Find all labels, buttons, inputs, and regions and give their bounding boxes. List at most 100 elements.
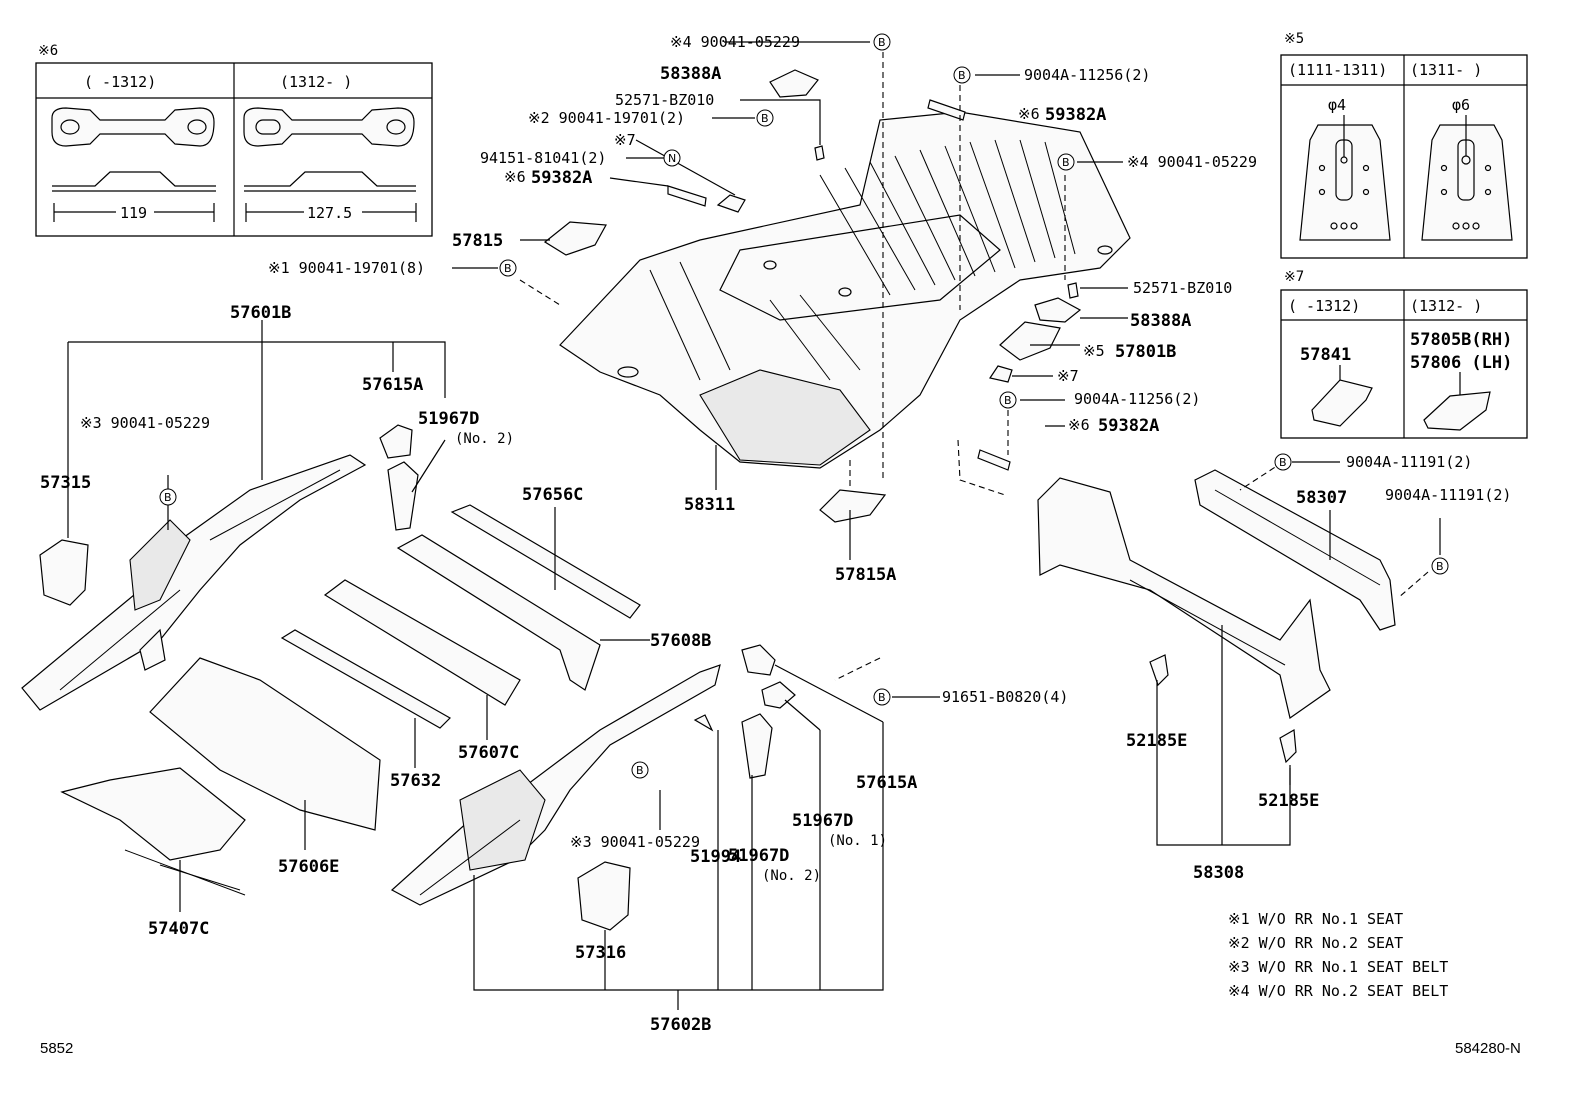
bracket-51994-icon (693, 714, 714, 732)
callout-b-icon: B (756, 109, 774, 127)
label-58308: 58308 (1193, 863, 1244, 883)
label-57407C: 57407C (148, 919, 209, 939)
callout-b-icon: B (499, 259, 517, 277)
bracket-57316-icon (577, 861, 631, 931)
box6-title: ※6 (38, 43, 58, 59)
label-59382A-a: 59382A (531, 168, 592, 188)
label-52185E-b: 52185E (1258, 791, 1319, 811)
label-9004A-11256-top: 9004A-11256(2) (1024, 66, 1150, 84)
callout-b-icon: B (999, 391, 1017, 409)
label-ref6-c: ※6 (1068, 416, 1090, 434)
side-member-57601B (21, 454, 367, 711)
label-diagram-id: 5852 (40, 1040, 73, 1057)
label-57615A-top: 57615A (362, 375, 423, 395)
label-57815: 57815 (452, 231, 503, 251)
label-no2-bottom: (No. 2) (762, 868, 821, 884)
bracket-7-top-icon (716, 194, 746, 213)
callout-b-icon: B (1431, 557, 1449, 575)
label-57606E: 57606E (278, 857, 339, 877)
label-no2-top: (No. 2) (455, 431, 514, 447)
bracket-7-right-icon (989, 365, 1013, 383)
label-ref3-bottom: ※3 90041-05229 (570, 833, 700, 851)
bracket-57815-icon (543, 221, 607, 256)
detail-box-5: ※5 (1111-1311) (1311- ) φ4 φ6 (1280, 31, 1528, 259)
box5-col1-header: (1111-1311) (1288, 61, 1387, 79)
label-57607C: 57607C (458, 743, 519, 763)
label-57632: 57632 (390, 771, 441, 791)
svg-text:B: B (1004, 394, 1012, 407)
bracket-long-icon (243, 107, 416, 192)
svg-text:B: B (958, 69, 966, 82)
label-ref3-top: ※3 90041-05229 (80, 414, 210, 432)
label-9004A-11191-b: 9004A-11191(2) (1385, 486, 1511, 504)
bracket-short-icon (51, 107, 216, 192)
crossmember-57608B-icon (396, 534, 601, 691)
label-ref4-right: ※4 90041-05229 (1127, 153, 1257, 171)
box7-title: ※7 (1284, 269, 1304, 285)
clip-52571-top-icon (814, 145, 825, 161)
svg-text:B: B (636, 764, 644, 777)
label-52571-right: 52571-BZ010 (1133, 279, 1232, 297)
bracket-58388A-top-icon (769, 69, 819, 98)
note-2: ※2 W/O RR No.2 SEAT (1228, 934, 1403, 952)
callout-b-icon: B (1274, 453, 1292, 471)
label-ref2: ※2 90041-19701(2) (528, 109, 685, 127)
part-labels: 57601B 57315 57615A 51967D (No. 2) ※3 90… (40, 33, 1521, 1057)
crossmember-57606E-icon (149, 657, 381, 831)
rear-crossmember-58307 (1194, 469, 1396, 631)
label-ref7-right: ※7 (1057, 367, 1079, 385)
detail-box-7: ※7 ( -1312) (1312- ) 57841 57805B(RH) 57… (1280, 269, 1528, 439)
svg-text:B: B (878, 36, 886, 49)
callout-b-icon: B (159, 488, 177, 506)
label-51994: 51994 (690, 847, 741, 867)
label-9004A-11191-a: 9004A-11191(2) (1346, 453, 1472, 471)
callout-b-icon: B (873, 33, 891, 51)
plate-large-hole-icon (1421, 115, 1513, 241)
label-59382A-c: 59382A (1098, 416, 1159, 436)
crossmember-57632-icon (280, 629, 451, 729)
bracket-57315-icon (39, 539, 89, 606)
svg-text:B: B (504, 262, 512, 275)
callout-circles: B B N B B B B B B B B B (159, 33, 1449, 779)
label-58307: 58307 (1296, 488, 1347, 508)
bracket-57615A-top-icon (379, 424, 413, 459)
bracket-57841-icon (1311, 379, 1373, 427)
svg-text:B: B (1436, 560, 1444, 573)
bracket-59382A-c-icon (977, 449, 1011, 471)
callout-b-icon: B (1057, 153, 1075, 171)
label-51967D-no1: 51967D (792, 811, 853, 831)
bracket-57801B-icon (999, 321, 1061, 361)
label-57815A: 57815A (835, 565, 896, 585)
label-58388A-top: 58388A (660, 64, 721, 84)
side-member-57602B (390, 664, 721, 906)
callout-n-icon: N (663, 149, 681, 167)
label-ref94151: 94151-81041(2) (480, 149, 606, 167)
box6-col1-header: ( -1312) (84, 73, 156, 91)
label-58388A-right: 58388A (1130, 311, 1191, 331)
label-ref1: ※1 90041-19701(8) (268, 259, 425, 277)
bracket-51967D-top-icon (387, 461, 419, 531)
label-no1: (No. 1) (828, 833, 887, 849)
svg-text:B: B (878, 691, 886, 704)
label-ref4-top: ※4 90041-05229 (670, 33, 800, 51)
label-59382A-b: 59382A (1045, 105, 1106, 125)
box5-title: ※5 (1284, 31, 1304, 47)
label-ref91651: 91651-B0820(4) (942, 688, 1068, 706)
callout-b-icon: B (873, 688, 891, 706)
label-ref7-top: ※7 (614, 131, 636, 149)
box6-dim1: 119 (120, 204, 147, 222)
box6-col2-header: (1312- ) (280, 73, 352, 91)
label-52185E-a: 52185E (1126, 731, 1187, 751)
label-52571-top: 52571-BZ010 (615, 91, 714, 109)
leader-lines (67, 41, 1441, 1010)
label-57316: 57316 (575, 943, 626, 963)
svg-text:B: B (761, 112, 769, 125)
box7-col1-header: ( -1312) (1288, 297, 1360, 315)
box6-dim2: 127.5 (307, 204, 352, 222)
note-3: ※3 W/O RR No.1 SEAT BELT (1228, 958, 1448, 976)
svg-text:N: N (668, 152, 676, 165)
clip-52571-right-icon (1067, 282, 1079, 299)
label-51967D-top: 51967D (418, 409, 479, 429)
box7-part-57805B: 57805B(RH) (1410, 330, 1512, 350)
